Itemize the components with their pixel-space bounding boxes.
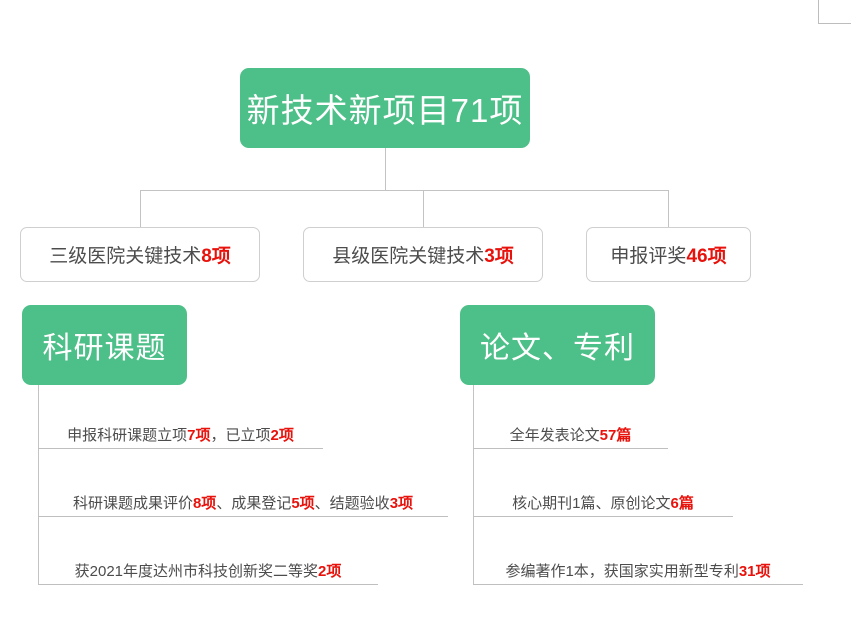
list-item-text: 获2021年度达州市科技创新奖二等奖 [74,563,319,580]
connector-research-trunk [38,385,39,585]
list-item-text: 、结题验收 [314,495,390,512]
branch-label-highlight: 8项 [201,246,231,267]
list-item-highlight: 3项 [389,495,414,512]
list-item-text: ，已立项 [210,427,271,444]
list-item-highlight: 7项 [187,427,211,444]
list-item-text: 参编著作1本，获国家实用新型专利 [505,563,739,580]
list-item-text: 全年发表论文 [509,427,600,444]
section-header-research: 科研课题 [22,305,187,385]
list-item-highlight: 5项 [291,495,315,512]
root-node: 新技术新项目71项 [240,68,530,148]
section-header-papers-label: 论文、专利 [480,332,635,365]
corner-mark-placeholder [818,0,851,24]
branch-label-text: 县级医院关键技术 [332,246,485,267]
branch-label-highlight: 3项 [484,246,514,267]
section-header-papers: 论文、专利 [460,305,655,385]
list-item-highlight: 6篇 [670,495,694,512]
list-item-highlight: 8项 [192,495,217,512]
connector-drop-1 [140,190,141,227]
root-node-label: 新技术新项目71项 [246,92,524,129]
list-item-highlight: 57篇 [599,427,632,444]
list-item-highlight: 2项 [318,563,342,580]
connector-drop-2 [423,190,424,227]
connector-drop-3 [668,190,669,227]
connector-root-stem [385,148,386,190]
branch-label-text: 申报评奖 [610,246,687,267]
list-item-text: 申报科研课题立项 [67,427,188,444]
connector-branch-bus [140,190,669,191]
branch-label-highlight: 46项 [686,246,727,267]
section-header-research-label: 科研课题 [42,332,167,365]
list-item-text: 科研课题成果评价 [72,495,193,512]
list-item-text: 、成果登记 [216,495,292,512]
connector-papers-trunk [473,385,474,585]
list-item-highlight: 31项 [738,563,771,580]
branch-label-text: 三级医院关键技术 [49,246,202,267]
list-item-text: 核心期刊1篇、原创论文 [512,495,671,512]
list-item-highlight: 2项 [270,427,294,444]
